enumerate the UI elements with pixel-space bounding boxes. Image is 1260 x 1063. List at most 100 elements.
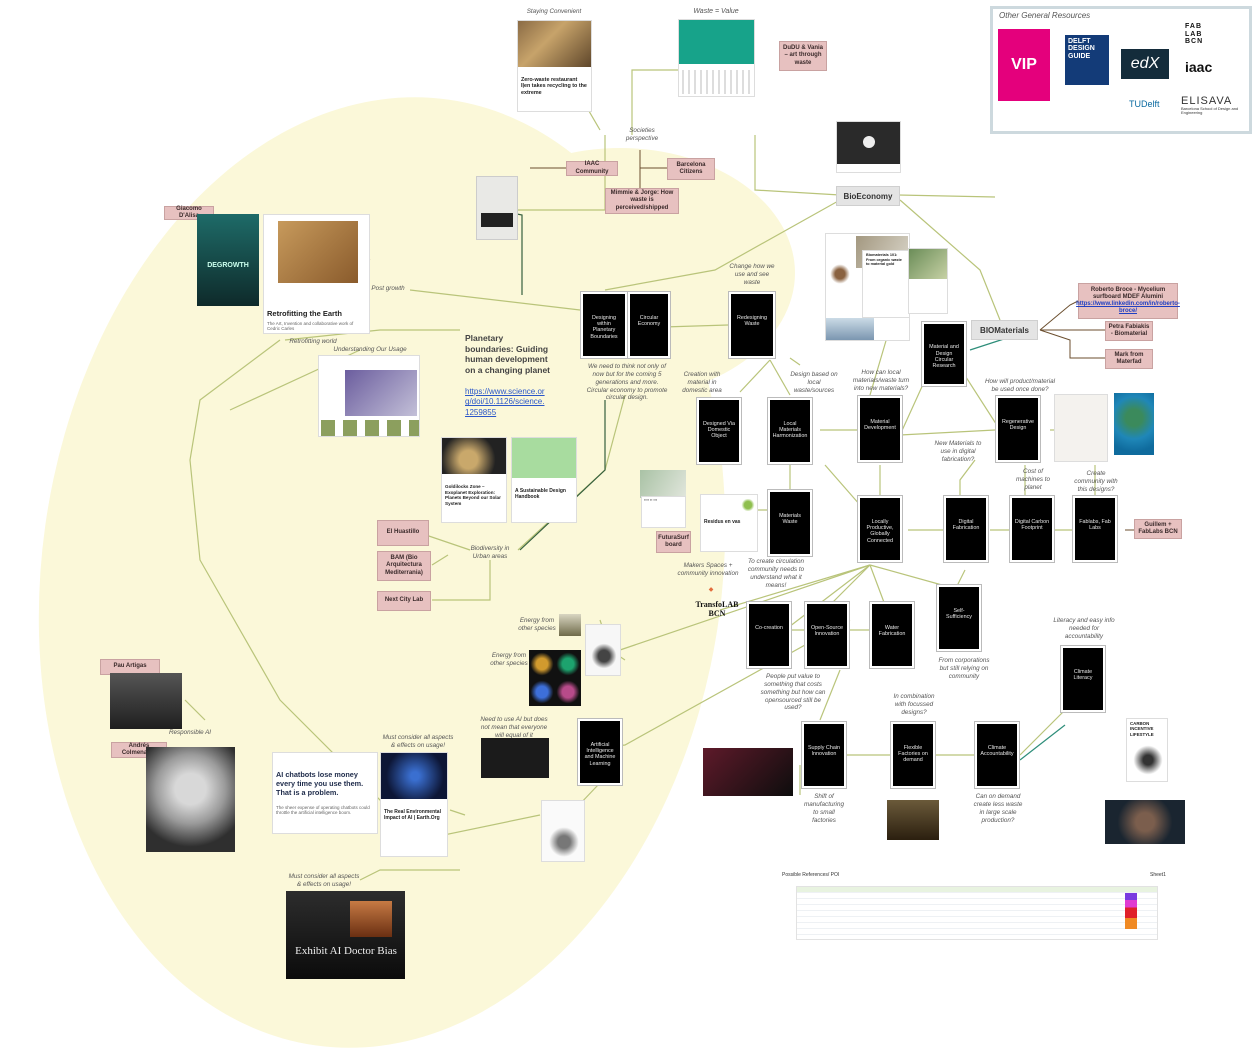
iaac-logo: iaac [1185, 59, 1213, 75]
video-factory[interactable] [887, 800, 939, 840]
resources-title: Other General Resources [999, 11, 1091, 20]
tudelft-logo: TUDelft [1129, 99, 1160, 109]
note-makers-spaces: Makers Spaces + community innovation [677, 562, 739, 577]
tag-roberto-broce[interactable]: Roberto Broce - Mycelium surfboard MDEF … [1076, 283, 1180, 319]
tag-bam[interactable]: BAM (Bio Arquitectura Mediterrania) [377, 551, 431, 581]
book-local-materials[interactable]: Local Materials Harmonization [767, 397, 813, 465]
book-water-fabrication[interactable]: Water Fabrication [869, 601, 915, 669]
card-biomaterials-photo[interactable] [908, 248, 948, 314]
book-degrowth[interactable]: DEGROWTH [197, 214, 259, 306]
note-understanding-usage: Understanding Our Usage [333, 346, 407, 353]
card-sustainable-design-handbook[interactable]: A Sustainable Design Handbook [511, 437, 577, 523]
note-how-local: How can local materials/waste turn into … [852, 369, 910, 392]
card-understanding-usage[interactable] [318, 355, 420, 437]
tag-dudu-vania[interactable]: DuDU & Vania – art through waste [779, 41, 827, 71]
book-circular-economy[interactable]: Circular Economy [627, 291, 671, 359]
tag-el-huastillo[interactable]: El Huastillo [377, 520, 429, 546]
book-regenerative-design[interactable]: Regenerative Design [995, 395, 1041, 463]
card-retrofitting-earth[interactable]: Retrofitting the Earth The Art, Inventio… [263, 214, 370, 334]
book-digital-fabrication[interactable]: Digital Fabrication [943, 495, 989, 563]
photo-pau-artigas-group[interactable] [110, 673, 182, 729]
book-redesigning-waste[interactable]: Redesigning Waste [728, 291, 776, 359]
note-new-materials-fab: New Materials to use in digital fabricat… [934, 440, 982, 463]
node-bioeconomy[interactable]: BioEconomy [836, 186, 900, 206]
video-bioeconomy[interactable] [836, 121, 901, 173]
poster-human-machine[interactable] [541, 800, 585, 862]
delft-design-guide-logo: DELFT DESIGN GUIDE [1065, 35, 1109, 85]
note-retrofitting-world: Retrofitting world [289, 338, 337, 345]
book-material-design-research[interactable]: Material and Design Circular Research [921, 321, 967, 387]
link-roberto-linkedin[interactable]: https://www.linkedin.com/in/roberto-broc… [1076, 301, 1180, 315]
edx-logo: edX [1121, 49, 1169, 79]
vip-logo: VIP [998, 29, 1050, 101]
play-icon [863, 136, 875, 148]
card-regen-diagram[interactable] [1054, 394, 1108, 462]
book-flexible-factories[interactable]: Flexible Factories on demand [890, 721, 936, 789]
book-locally-productive[interactable]: Locally Productive, Globally Connected [857, 495, 903, 563]
book-ai-machine-learning[interactable]: Artificial Intelligence and Machine Lear… [577, 718, 623, 786]
note-cost-machines: Cost of machines to planet [1016, 468, 1050, 491]
node-biomaterials[interactable]: BIOMaterials [971, 320, 1038, 340]
image-energy-patterns[interactable] [529, 650, 581, 706]
book-digital-carbon[interactable]: Digital Carbon Footprint [1009, 495, 1055, 563]
photo-andres-colmenares[interactable] [146, 747, 235, 852]
book-fablabs[interactable]: Fablabs, Fab Labs [1072, 495, 1118, 563]
book-climate-accountability[interactable]: Climate Accountability [974, 721, 1020, 789]
book-materials-waste[interactable]: Materials Waste [767, 489, 813, 557]
note-design-local: Design based on local waste/sources [790, 371, 838, 394]
logo-transfolab[interactable]: TransfoLAB BCN [695, 600, 739, 618]
note-societies-perspective: Societies perspective [625, 127, 659, 142]
book-co-creation[interactable]: Co-creation [746, 601, 792, 669]
tag-mark-materfad[interactable]: Mark from Materfad [1105, 349, 1153, 369]
book-material-development[interactable]: Material Development [857, 395, 903, 463]
tag-iaac-community[interactable]: IAAC Community [566, 161, 618, 176]
poster-carbon-lifestyle[interactable]: CARBON INCENTIVE LIFESTYLE [1126, 718, 1168, 782]
book-climate-literacy[interactable]: Climate Literacy [1060, 645, 1106, 713]
note-post-growth: Post growth [371, 285, 405, 292]
logo-hoama[interactable]: ◆ [708, 587, 714, 593]
card-residus-en-vas[interactable]: Residus en vas [700, 494, 758, 552]
tag-petra-fabiakis[interactable]: Petra Fabiakis - Biomaterial [1105, 321, 1153, 341]
tag-barcelona-citizens[interactable]: Barcelona Citizens [667, 158, 715, 180]
note-how-product: How will product/material be used once d… [985, 378, 1055, 393]
tag-guillem-fablabs[interactable]: Guillem + FabLabs BCN [1134, 519, 1182, 539]
note-literacy: Literacy and easy info needed for accoun… [1053, 617, 1115, 640]
video-speaker[interactable] [1105, 800, 1185, 844]
image-materials-photo[interactable] [640, 470, 686, 498]
book-self-sufficiency[interactable]: Self-Sufficiency [936, 584, 982, 652]
image-energy-object[interactable] [559, 614, 581, 636]
note-change-how-waste: Change how we use and see waste [729, 263, 775, 286]
video-ted-talk[interactable] [703, 748, 793, 796]
tag-mimmie-jorge[interactable]: Mimmie & Jorge: How waste is perceived/s… [605, 188, 679, 214]
image-heart-island[interactable] [1114, 393, 1154, 455]
references-table[interactable] [796, 886, 1158, 940]
resources-panel: Other General Resources VIP DELFT DESIGN… [990, 6, 1252, 134]
video-ai-talk[interactable] [481, 738, 549, 778]
note-shift-manufacturing: Shift of manufacturing to small factorie… [804, 793, 844, 824]
card-goldilocks-zone[interactable]: Goldilocks Zone – Exoplanet Exploration:… [441, 437, 507, 523]
note-can-demand: Can on demand create less waste in large… [973, 793, 1023, 824]
restaurant-photo [518, 21, 591, 67]
degrowth-title: DEGROWTH [207, 262, 249, 269]
book-open-source[interactable]: Open-Source Innovation [804, 601, 850, 669]
exhibit-ai-doctor-bias[interactable]: Exhibit AI Doctor Bias [286, 891, 405, 979]
card-biomaterials-text[interactable]: Biomaterials 101: From organic waste to … [862, 250, 910, 318]
tag-next-city-lab[interactable]: Next City Lab [377, 591, 431, 611]
book-homo-detritus[interactable] [476, 176, 518, 240]
card-env-impact-ai[interactable]: The Real Environmental Impact of AI | Ea… [380, 752, 448, 857]
card-materials-article[interactable]: ▪▪▪▪ ▪▪ ▪▪▪ [641, 496, 686, 528]
card-waste-value-article[interactable] [678, 19, 755, 97]
note-must-consider-2: Must consider all aspects & effects on u… [288, 873, 360, 888]
card-ai-chatbots[interactable]: AI chatbots lose money every time you us… [272, 752, 378, 834]
book-designing-planetary[interactable]: Designing within Planetary Boundaries [580, 291, 628, 359]
book-supply-chain[interactable]: Supply Chain Innovation [801, 721, 847, 789]
note-biodiversity-urban: Biodiversity in Urban areas [470, 545, 510, 560]
card-zero-waste-restaurant[interactable]: Zero-waste restaurant Iļen takes recycli… [517, 20, 592, 112]
note-from-corporations: From corporations but still relying on c… [938, 657, 990, 680]
image-bird-illustration[interactable] [585, 624, 621, 676]
tag-futurasurf[interactable]: FuturaSurf board [656, 531, 691, 553]
link-planetary-science[interactable]: https://www.science.org/doi/10.1126/scie… [465, 387, 545, 417]
note-create-community: Create community with this designs? [1074, 470, 1118, 493]
book-designed-domestic[interactable]: Designed Via Domestic Object [696, 397, 742, 465]
